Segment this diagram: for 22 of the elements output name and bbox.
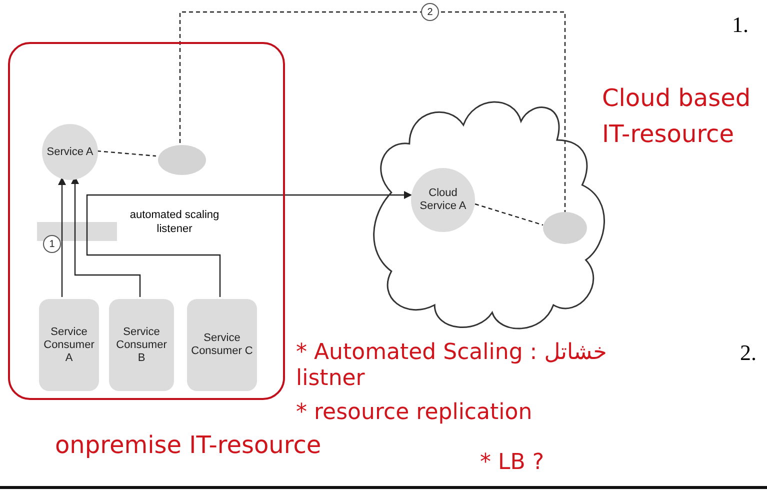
storage-disk <box>158 145 206 175</box>
service-circle: Cloud Service A <box>411 168 475 232</box>
handwritten-note: onpremise IT-resource <box>55 434 322 456</box>
service-circle: Service A <box>42 124 98 180</box>
listener-label: automated scaling listener <box>122 205 227 239</box>
connector <box>58 177 66 297</box>
item-number: 2. <box>740 340 756 366</box>
callout-number: 2 <box>421 3 439 21</box>
item-number: 1. <box>732 12 748 38</box>
connector <box>179 11 566 212</box>
connector <box>86 191 412 297</box>
connector <box>474 203 544 226</box>
connector <box>96 150 156 157</box>
storage-disk <box>543 212 587 244</box>
handwritten-note: * resource replication <box>296 400 532 426</box>
consumer-box: Service Consumer B <box>109 299 174 391</box>
handwritten-note: * LB ? <box>480 450 544 476</box>
consumer-box: Service Consumer C <box>187 299 257 391</box>
callout-number: 1 <box>43 235 61 253</box>
consumer-box: Service Consumer A <box>39 299 99 391</box>
handwritten-note: * Automated Scaling : خشاتل listner <box>296 340 608 392</box>
handwritten-note: Cloud based IT-resource <box>602 83 752 150</box>
